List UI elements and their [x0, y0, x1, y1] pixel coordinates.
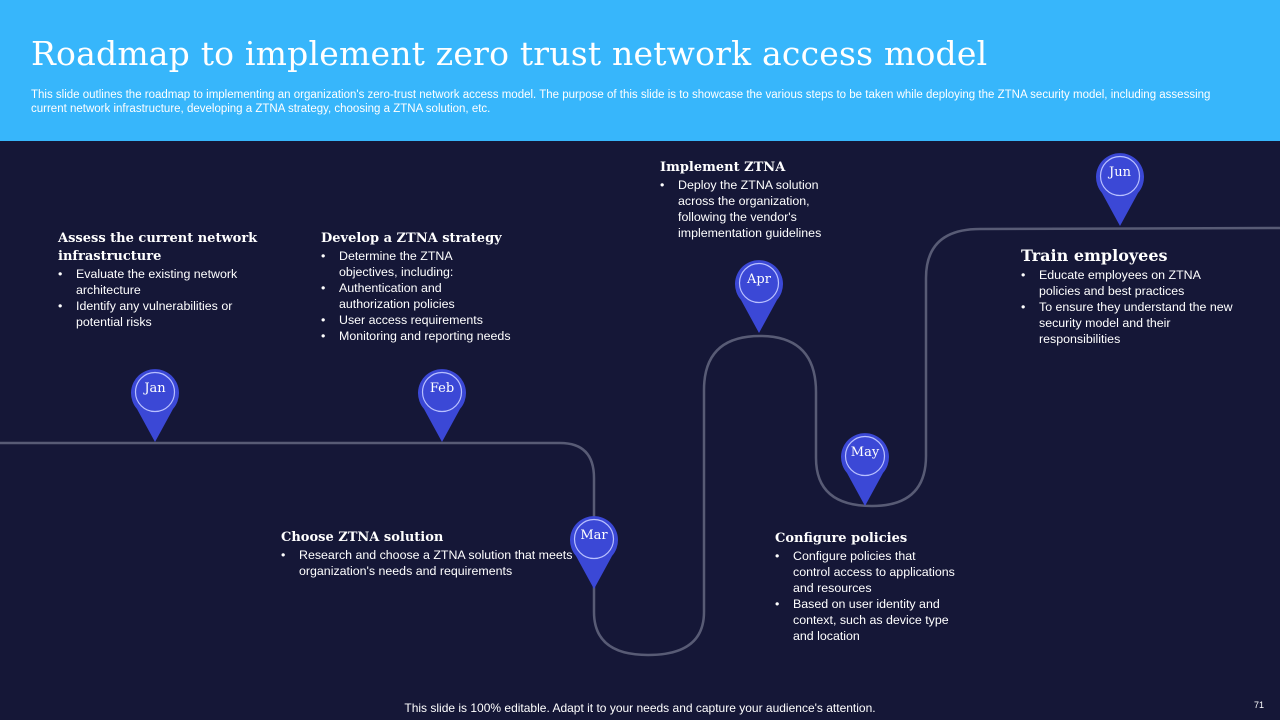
bullet-item: Determine the ZTNA objectives, including… — [321, 248, 489, 280]
map-pin-icon — [131, 369, 179, 442]
milestone-bullets: Evaluate the existing network architectu… — [58, 266, 258, 330]
pin-month-label: Feb — [429, 381, 455, 396]
page-number: 71 — [1253, 700, 1264, 710]
milestone-pin-jan: Jan — [130, 366, 180, 442]
footer-note: This slide is 100% editable. Adapt it to… — [404, 701, 876, 715]
map-pin-icon — [570, 516, 618, 589]
milestone-block-feb: Develop a ZTNA strategy Determine the ZT… — [321, 230, 546, 344]
map-pin-icon — [418, 369, 466, 442]
bullet-item: Deploy the ZTNA solution across the orga… — [660, 177, 850, 241]
milestone-pin-jun: Jun — [1095, 150, 1145, 226]
bullet-item: Monitoring and reporting needs — [321, 328, 546, 344]
milestone-block-may: Configure policies Configure policies th… — [775, 530, 955, 644]
map-pin-icon — [1096, 153, 1144, 226]
pin-month-label: Jun — [1109, 165, 1131, 180]
milestone-bullets: Configure policies that control access t… — [775, 548, 955, 644]
pin-month-label: Apr — [747, 272, 771, 287]
bullet-item: Evaluate the existing network architectu… — [58, 266, 258, 298]
milestone-bullets: Deploy the ZTNA solution across the orga… — [660, 177, 850, 241]
milestone-bullets: Research and choose a ZTNA solution that… — [281, 547, 581, 579]
bullet-item: Authentication and authorization policie… — [321, 280, 489, 312]
milestone-heading: Choose ZTNA solution — [281, 530, 444, 545]
bullet-item: Identify any vulnerabilities or potentia… — [58, 298, 258, 330]
page-subtitle: This slide outlines the roadmap to imple… — [31, 89, 1211, 115]
bullet-item: User access requirements — [321, 312, 546, 328]
milestone-bullets: Determine the ZTNA objectives, including… — [321, 248, 546, 344]
page-title: Roadmap to implement zero trust network … — [31, 34, 988, 73]
milestone-heading: Develop a ZTNA strategy — [321, 231, 502, 246]
pin-month-label: Jan — [144, 381, 166, 396]
pin-month-label: May — [850, 445, 880, 460]
milestone-block-jan: Assess the current network infrastructur… — [58, 230, 258, 330]
map-pin-icon — [735, 260, 783, 333]
milestone-heading: Assess the current network infrastructur… — [58, 231, 258, 264]
milestone-pin-apr: Apr — [734, 257, 784, 333]
milestone-heading: Configure policies — [775, 531, 908, 546]
milestone-heading: Train employees — [1021, 246, 1168, 265]
milestone-pin-mar: Mar — [569, 513, 619, 589]
bullet-item: Based on user identity and context, such… — [775, 596, 955, 644]
header-banner: Roadmap to implement zero trust network … — [0, 0, 1280, 141]
bullet-item: Configure policies that control access t… — [775, 548, 955, 596]
bullet-item: Educate employees on ZTNA policies and b… — [1021, 267, 1236, 299]
milestone-block-jun: Train employees Educate employees on ZTN… — [1021, 245, 1236, 347]
map-pin-icon — [841, 433, 889, 506]
milestone-block-apr: Implement ZTNA Deploy the ZTNA solution … — [660, 159, 850, 241]
bullet-item: To ensure they understand the new securi… — [1021, 299, 1236, 347]
milestone-bullets: Educate employees on ZTNA policies and b… — [1021, 267, 1236, 347]
bullet-item: Research and choose a ZTNA solution that… — [281, 547, 581, 579]
milestone-heading: Implement ZTNA — [660, 160, 786, 175]
milestone-pin-feb: Feb — [417, 366, 467, 442]
milestone-block-mar: Choose ZTNA solution Research and choose… — [281, 529, 581, 579]
milestone-pin-may: May — [840, 430, 890, 506]
pin-month-label: Mar — [580, 528, 608, 543]
road-line — [0, 226, 1280, 657]
